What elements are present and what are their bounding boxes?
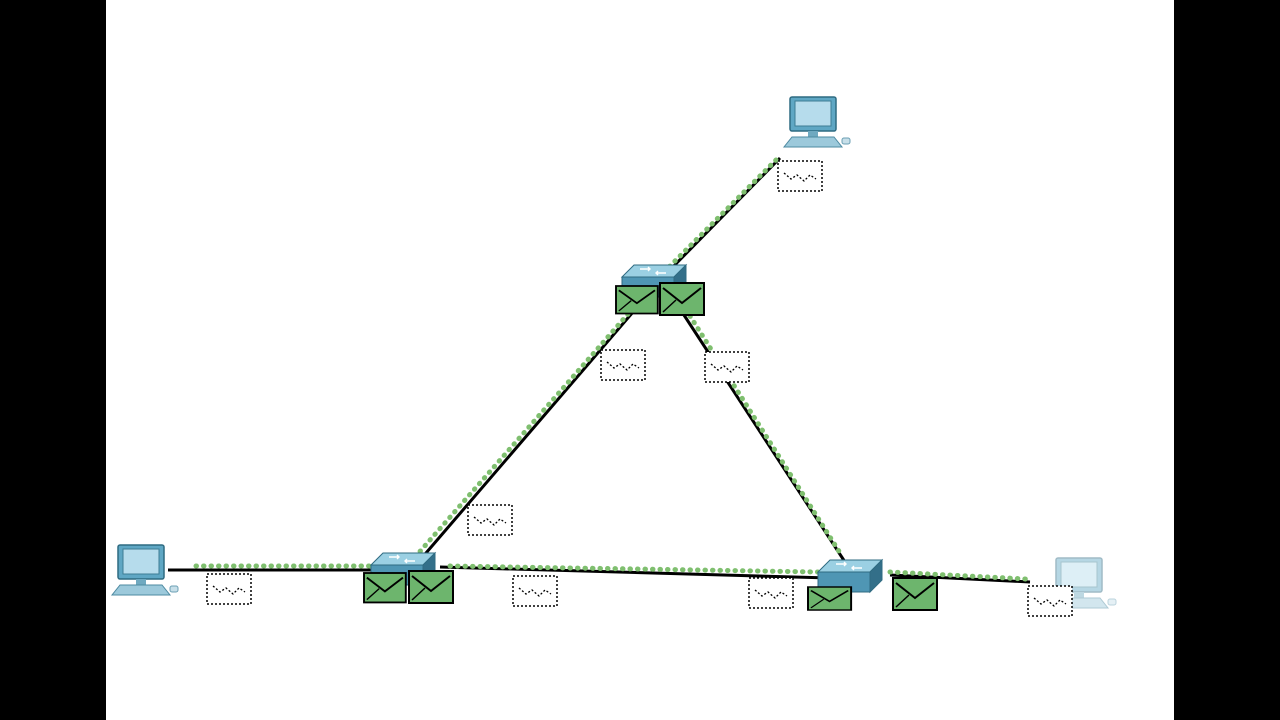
- packet-envelope-arrived[interactable]: [807, 586, 853, 612]
- links: [168, 156, 1031, 584]
- packet-envelope-arrived[interactable]: [363, 572, 407, 604]
- inflight-packets: [206, 160, 1073, 617]
- packet-envelope-inflight[interactable]: [512, 575, 558, 607]
- trail-switch-left-switch-right: [447, 563, 823, 575]
- link-switch-right-pc-right[interactable]: [889, 573, 1031, 584]
- packet-envelope-inflight[interactable]: [1027, 585, 1073, 617]
- packet-envelope-inflight[interactable]: [748, 577, 794, 609]
- packet-envelope-arrived[interactable]: [659, 282, 705, 316]
- trail-switch-top-switch-left: [413, 311, 631, 559]
- trail-switch-right-pc-right: [887, 569, 1029, 582]
- link-switch-left-switch-right[interactable]: [439, 565, 831, 580]
- packet-envelope-inflight[interactable]: [600, 349, 646, 381]
- pc-top[interactable]: [783, 96, 851, 148]
- packet-envelope-arrived[interactable]: [408, 570, 454, 604]
- link-switch-top-switch-left[interactable]: [418, 311, 635, 561]
- trail-pc-top-switch-top: [649, 157, 779, 287]
- packet-envelope-inflight[interactable]: [206, 573, 252, 605]
- packet-envelope-inflight[interactable]: [777, 160, 823, 192]
- packet-envelope-inflight[interactable]: [704, 351, 750, 383]
- packet-envelope-arrived[interactable]: [892, 577, 938, 611]
- packet-envelope-inflight[interactable]: [467, 504, 513, 536]
- packet-envelope-arrived[interactable]: [615, 285, 659, 315]
